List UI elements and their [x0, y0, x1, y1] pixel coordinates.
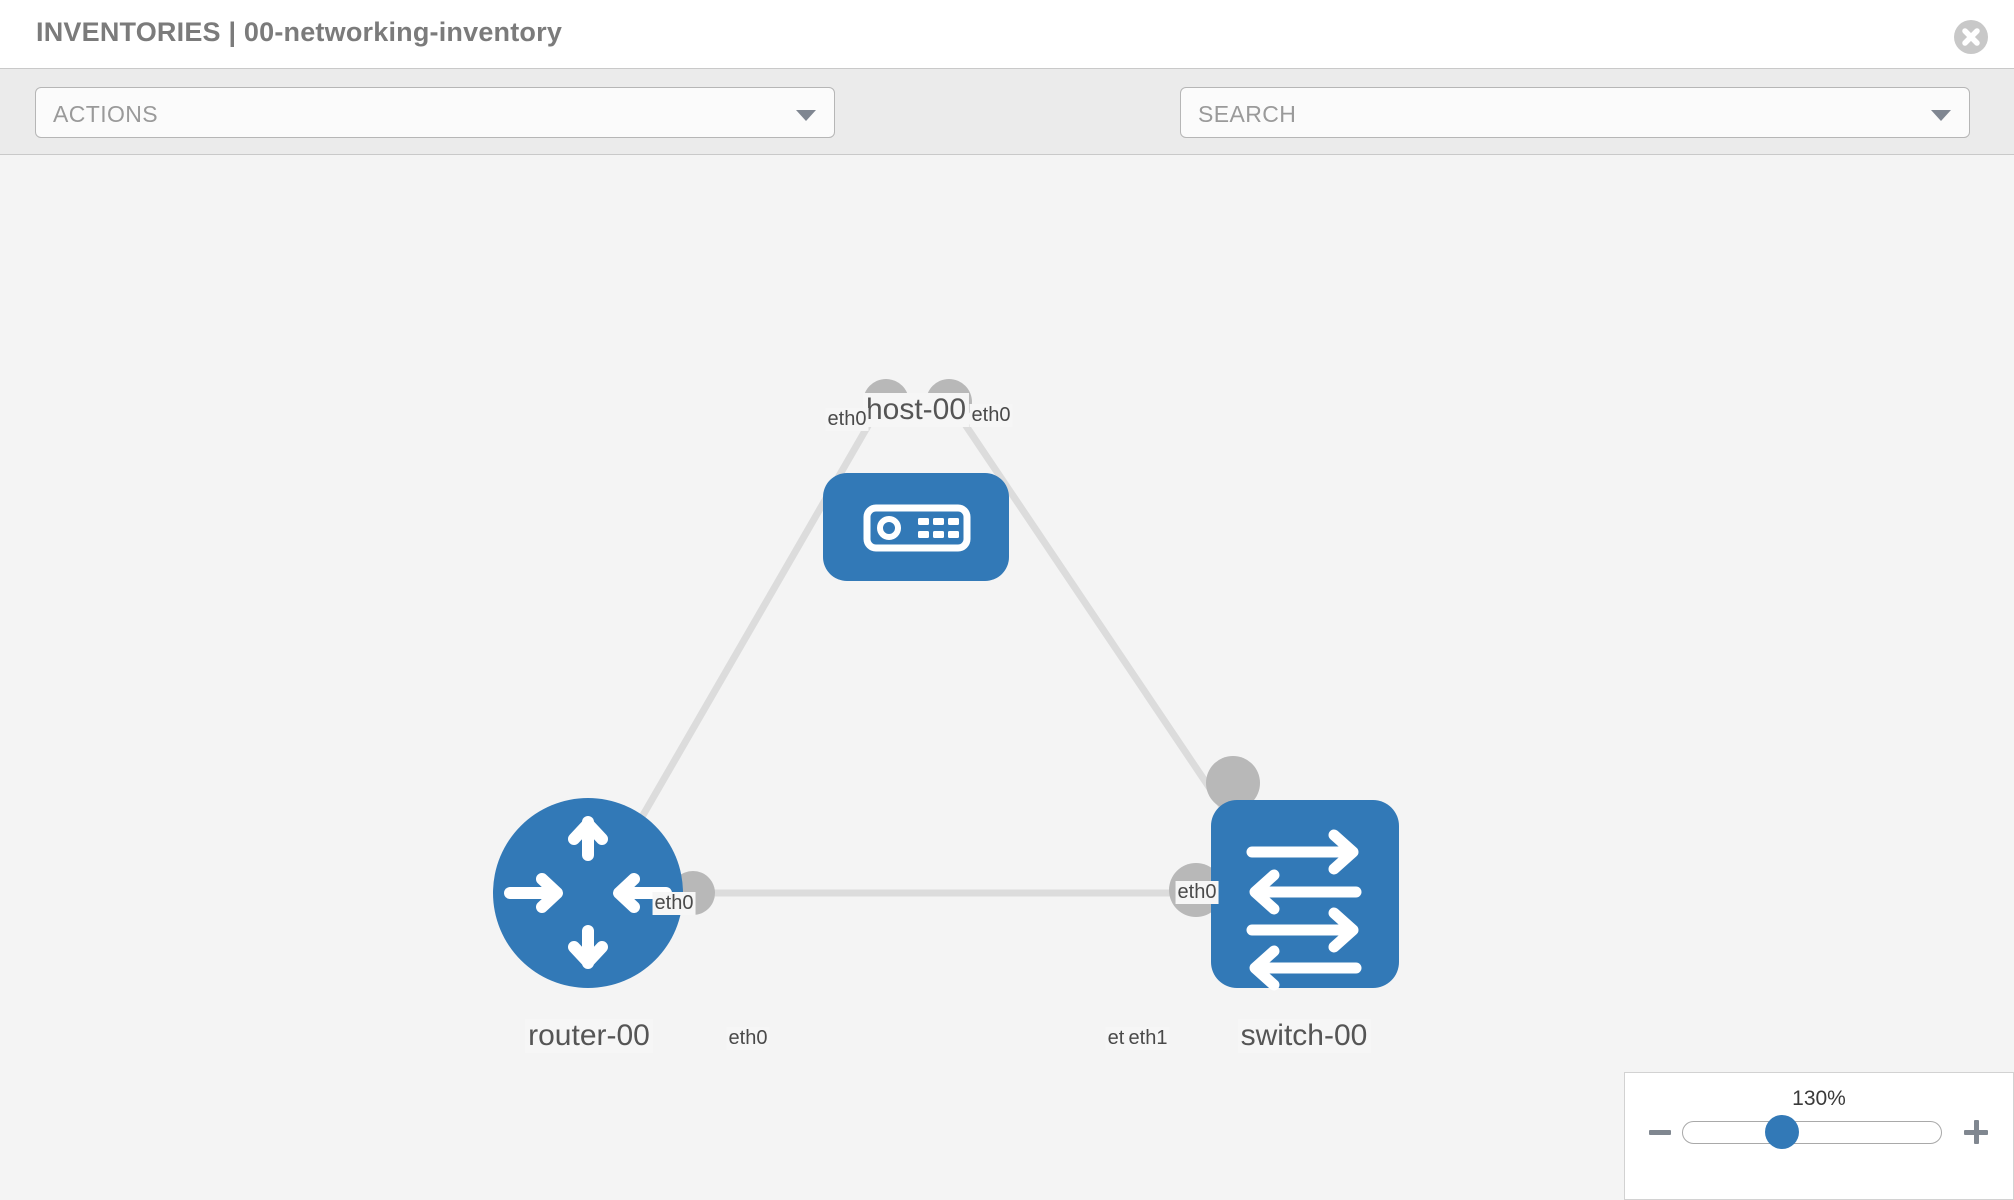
node-label-host-00: host-00: [862, 393, 970, 427]
zoom-level-value: 130%: [1792, 1087, 1846, 1110]
zoom-out-button[interactable]: [1649, 1130, 1671, 1135]
switch-arrows-icon: [1246, 829, 1362, 991]
close-icon[interactable]: [1954, 20, 1988, 54]
if-label-switch-left: eth1: [1126, 1027, 1170, 1050]
if-label-switch-upper: eth0: [1175, 881, 1219, 904]
zoom-slider-thumb[interactable]: [1765, 1115, 1799, 1149]
chevron-down-icon: [1931, 110, 1951, 121]
server-icon: [863, 504, 971, 552]
topology-ports: [597, 379, 1260, 917]
port-switch-up[interactable]: [1206, 756, 1260, 810]
if-label-host-right: eth0: [969, 404, 1013, 427]
zoom-control-panel: 130%: [1624, 1072, 2014, 1200]
search-input[interactable]: SEARCH: [1180, 87, 1970, 138]
node-host-00[interactable]: [823, 473, 1009, 581]
if-label-switch-left-overlap: et: [1105, 1027, 1127, 1050]
link-host-router[interactable]: [616, 403, 884, 857]
link-host-switch[interactable]: [949, 403, 1251, 847]
if-label-router-right: eth0: [726, 1027, 770, 1050]
topology-canvas[interactable]: host-00 router-00 switch-00 eth0 eth0 et…: [0, 155, 2014, 1200]
search-placeholder: SEARCH: [1198, 101, 1297, 127]
actions-dropdown[interactable]: ACTIONS: [35, 87, 835, 138]
page-header: INVENTORIES | 00-networking-inventory: [0, 0, 2014, 68]
node-switch-00[interactable]: [1211, 800, 1399, 991]
if-label-host-left: eth0: [825, 408, 869, 431]
actions-label: ACTIONS: [53, 101, 159, 127]
zoom-in-button[interactable]: [1964, 1120, 1988, 1144]
zoom-slider-track[interactable]: [1682, 1121, 1942, 1144]
node-label-router-00: router-00: [525, 1019, 653, 1053]
node-label-switch-00: switch-00: [1237, 1019, 1371, 1053]
page-title: INVENTORIES | 00-networking-inventory: [36, 17, 563, 47]
chevron-down-icon: [796, 110, 816, 121]
if-label-router-upper: eth0: [652, 892, 696, 915]
toolbar: ACTIONS SEARCH: [0, 68, 2014, 204]
